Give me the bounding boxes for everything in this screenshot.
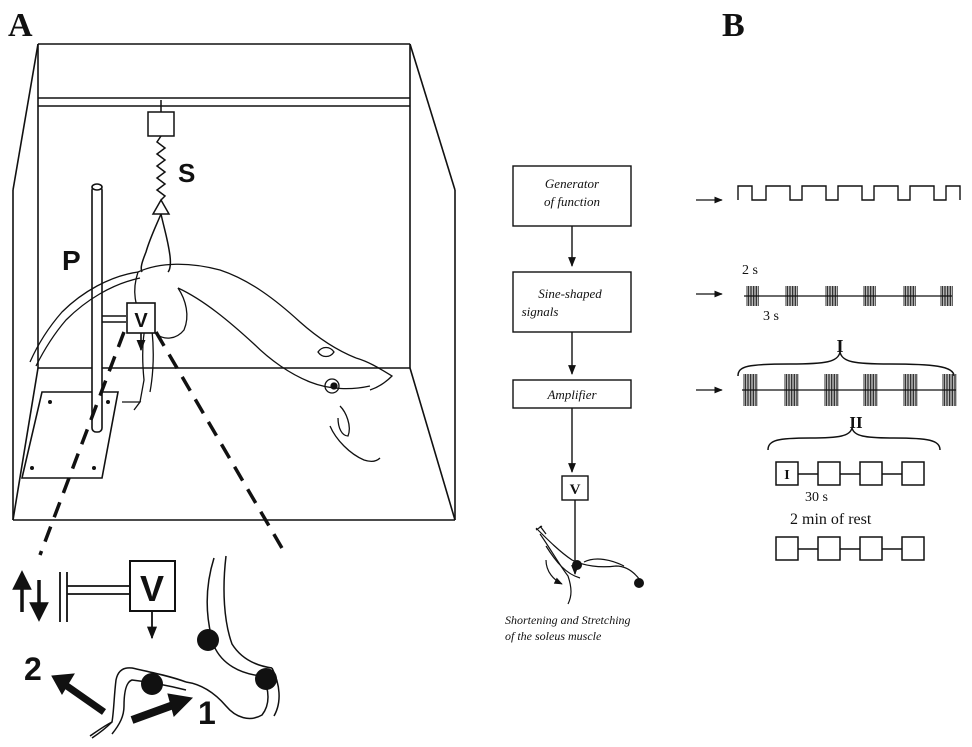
signal-burst [824,374,839,406]
rest-label: 2 min of rest [790,511,872,528]
signal-burst [825,286,838,306]
panel-b-label: B [722,7,745,44]
contact-dot-icon [141,629,277,695]
pole-label: P [62,245,81,276]
signal-burst [863,374,878,406]
signal-arrows [696,196,723,394]
panel-a: A [8,7,456,739]
inset: V 2 1 [12,555,280,739]
zoom-lines [38,331,288,556]
signal-burst [784,374,799,406]
amplifier-label: Amplifier [546,387,597,402]
signal-burst [746,286,759,306]
first-box-label: I [784,468,789,483]
rat-illustration [29,263,394,462]
burst-train-1 [746,286,953,306]
panel-a-label: A [8,7,33,44]
signal-burst [863,286,876,306]
sine-label-line1: Sine-shaped [538,286,602,301]
soleus-contact-dot-icon [634,578,644,588]
burst-train-2 [743,374,957,406]
block-diagram [512,165,632,575]
floor-plate [20,391,119,479]
string-label: S [178,158,195,188]
suspension-string [140,100,175,273]
brace-i [737,351,955,377]
interval-label: 30 s [805,490,828,505]
vibrator-label: V [134,310,148,332]
signal-burst [940,286,953,306]
caption-line2: of the soleus muscle [505,629,602,643]
inset-vibrator-label: V [140,568,164,609]
up-down-arrows-icon [12,570,49,622]
generator-label-line2: of function [544,194,600,209]
series-row-1 [775,461,925,486]
inset-leg [89,555,280,739]
direction-2-label: 2 [24,651,42,687]
brace-ii [767,427,941,451]
caption-line1: Shortening and Stretching [505,613,631,627]
off-duration-label: 3 s [763,309,779,324]
signal-burst [942,374,957,406]
generator-label-line1: Generator [545,176,600,191]
solid-arrow-icon [51,673,194,724]
sine-label-line2: signals [522,304,559,319]
block-i-label: I [836,336,843,356]
signal-burst [903,286,916,306]
soleus-contact-dot-icon [572,560,582,570]
pole [91,183,126,433]
on-duration-label: 2 s [742,263,758,278]
inset-vibrator-box [129,560,176,612]
direction-1-label: 1 [198,695,216,731]
signal-burst [903,374,918,406]
panel-b: B Generator of function Sine-shaped sign… [505,7,961,643]
soleus-sketch [535,525,641,605]
cage [12,43,456,521]
signal-burst [785,286,798,306]
signal-burst [743,374,758,406]
block-vibrator-label: V [570,482,581,498]
series-row-2 [775,536,925,561]
square-wave [737,185,961,201]
series-ii-label: II [849,413,863,432]
